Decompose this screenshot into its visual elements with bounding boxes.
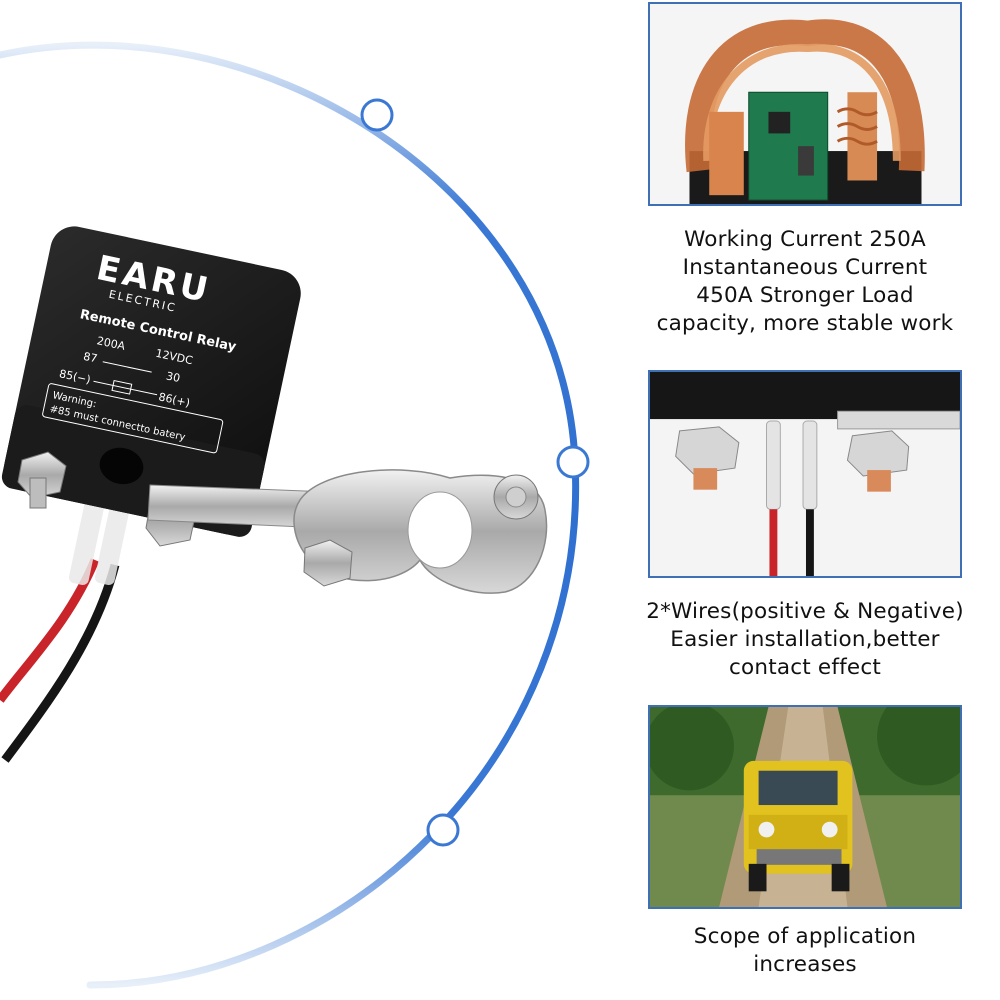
feature-caption-current: Working Current 250A Instantaneous Curre… [640,226,970,338]
caption-line: Working Current 250A [684,227,926,252]
pin-86-label: 86(+) [157,390,191,409]
arc-node-bottom [426,813,460,847]
feature-image-internals [648,2,962,206]
arc-node-middle [556,445,590,479]
feature-caption-wires: 2*Wires(positive & Negative) Easier inst… [640,598,970,682]
feature-caption-application: Scope of application increases [640,923,970,979]
caption-line: increases [753,952,857,977]
caption-line: Instantaneous Current [682,255,928,280]
amperage-label: 200A [96,334,127,353]
left-terminal-stud [29,477,47,509]
caption-line: 2*Wires(positive & Negative) [646,599,964,624]
feature-image-terminals [648,370,962,578]
black-wire [1,563,120,763]
caption-line: Scope of application [693,924,917,949]
feature-image-application [648,705,962,909]
caption-line: Easier installation,better [670,627,940,652]
caption-line: 450A Stronger Load [696,283,914,308]
caption-line: capacity, more stable work [656,311,954,336]
black-wire-terminal [94,499,130,585]
clamp-bolt-nut [303,539,353,587]
arc-node-top [360,98,394,132]
pin-87-label: 87 [82,350,98,366]
product-illustration: EARU ELECTRIC Remote Control Relay 200A … [0,41,590,989]
clamp-ring-hole [407,491,473,569]
caption-line: contact effect [729,655,881,680]
pin-30-label: 30 [165,369,181,385]
red-wire-terminal [68,499,104,585]
pin-85-label: 85(−) [58,367,92,386]
